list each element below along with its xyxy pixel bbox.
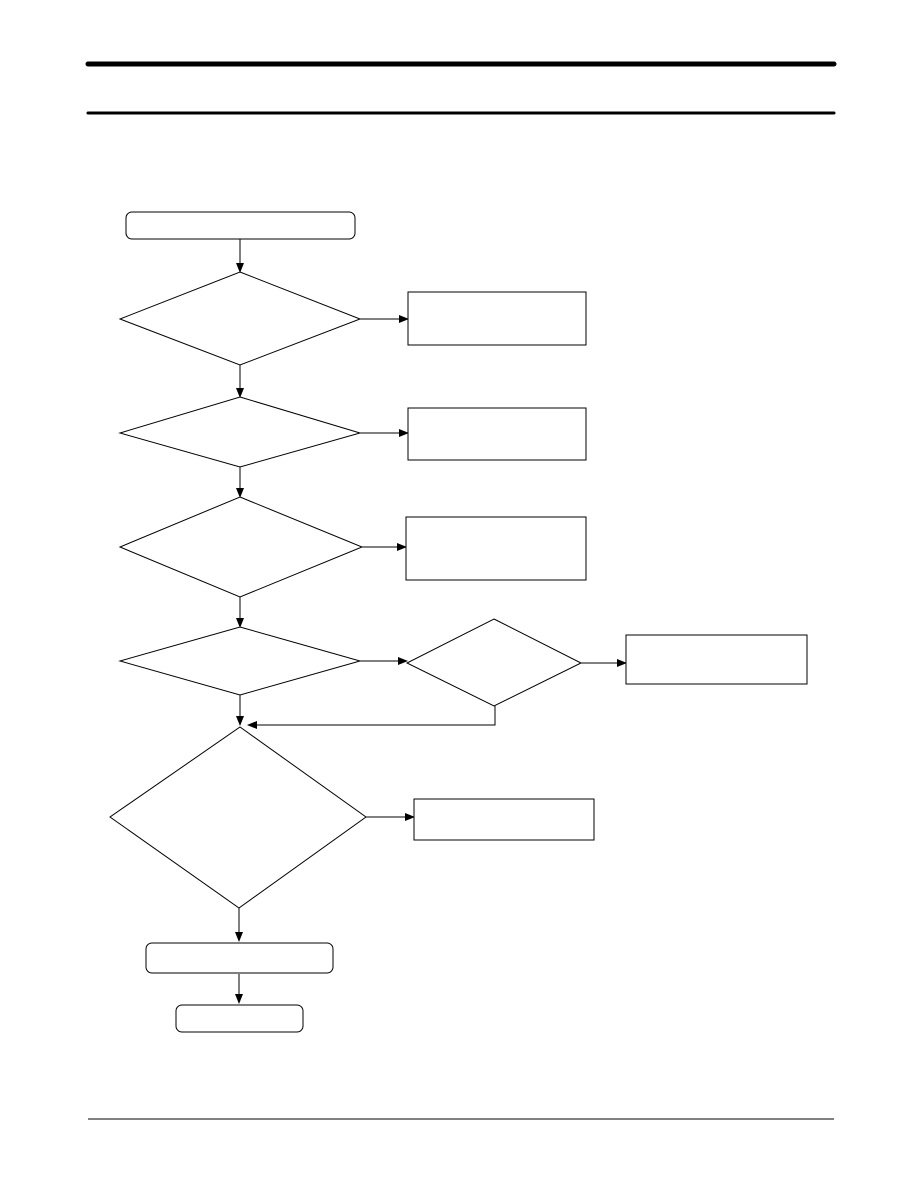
node-start: [125, 211, 356, 240]
connectors: [235, 239, 627, 1004]
node-action-5: [413, 798, 595, 841]
node-decision-2: [118, 396, 362, 468]
node-decision-3: [118, 496, 364, 598]
edge-decision-4b-to-decision-5: [247, 706, 496, 729]
node-decision-4b: [405, 618, 583, 707]
node-action-2: [407, 407, 587, 461]
node-decision-5: [109, 726, 367, 909]
node-decision-4: [118, 626, 362, 696]
node-decision-1: [118, 271, 362, 366]
node-action-3: [405, 516, 587, 581]
node-step-final: [145, 942, 334, 974]
node-action-4: [625, 634, 808, 685]
node-action-1: [407, 291, 587, 346]
node-end: [175, 1004, 304, 1033]
